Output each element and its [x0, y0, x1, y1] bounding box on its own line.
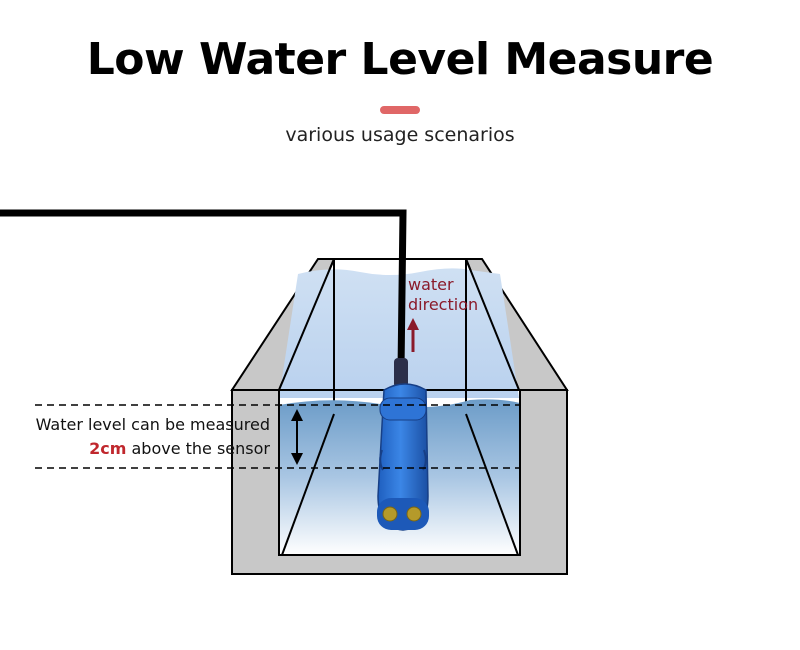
- water-direction-arrow-icon: [407, 318, 419, 352]
- page-subtitle: various usage scenarios: [285, 124, 515, 146]
- sensor-window-right: [406, 506, 422, 522]
- sensor-head: [377, 498, 429, 530]
- page-title: Low Water Level Measure: [86, 34, 714, 85]
- sensor-band: [379, 397, 427, 421]
- sensor-probe: [377, 383, 429, 531]
- measure-annotation: Water level can be measured 2cm above th…: [10, 413, 270, 461]
- title-accent-bar: [380, 106, 420, 114]
- annotation-highlight: 2cm: [89, 439, 127, 458]
- water-label-line-1: water: [408, 275, 454, 294]
- sensor-cable: [0, 209, 407, 371]
- annotation-line-2: 2cm above the sensor: [10, 437, 270, 461]
- cable-strain-relief: [394, 358, 408, 388]
- sensor-window-left: [382, 506, 398, 522]
- water-direction-label: water direction: [408, 275, 478, 315]
- annotation-line-2-text: above the sensor: [126, 439, 270, 458]
- annotation-line-1: Water level can be measured: [35, 415, 270, 434]
- measure-double-arrow: [291, 409, 303, 465]
- water-label-line-2: direction: [408, 295, 479, 314]
